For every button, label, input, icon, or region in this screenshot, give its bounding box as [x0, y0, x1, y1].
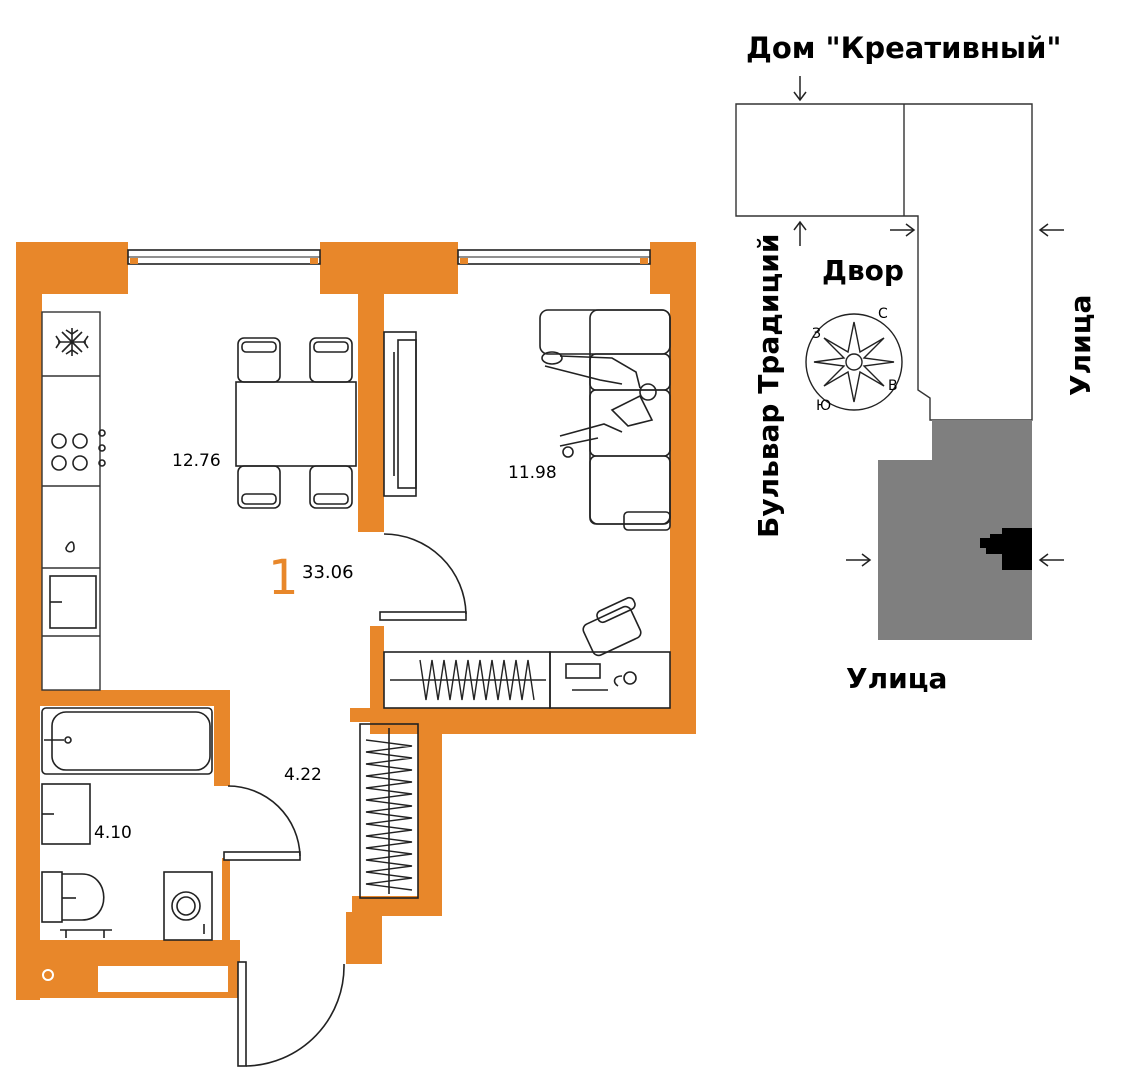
bathroom-sink	[41, 783, 91, 845]
apartment-walls	[16, 242, 696, 1000]
wall-corridor-bottom	[352, 896, 442, 916]
compass-south: Ю	[816, 398, 831, 414]
kitchen-sink	[49, 575, 97, 629]
entrance-arrow-icon	[793, 76, 1064, 567]
compass-north: С	[878, 306, 888, 322]
bedroom-area-label: 11.98	[508, 463, 557, 483]
wall-bath-right-upper	[214, 690, 230, 786]
snowflake-icon	[55, 328, 89, 356]
bathroom-area-label: 4.10	[94, 823, 132, 843]
courtyard-label: Двор	[822, 254, 904, 287]
boulevard-label: Бульвар Традиций	[752, 234, 785, 538]
water-drop-icon	[65, 541, 75, 553]
utility-shaft	[98, 966, 228, 992]
street-south-label: Улица	[846, 662, 947, 695]
wall-bath-top	[16, 690, 230, 706]
desk-chair	[582, 596, 642, 657]
wall-bath-bottom	[16, 940, 240, 960]
desk	[549, 651, 671, 709]
wall-right	[670, 242, 696, 734]
site-plan	[735, 103, 1033, 640]
tv-stand	[383, 331, 417, 497]
wall-left-upper	[16, 242, 42, 698]
sofa	[539, 309, 671, 531]
bathtub	[41, 707, 213, 775]
washing-machine	[163, 871, 213, 941]
shaft-dot-inner	[44, 971, 52, 979]
door-bedroom	[379, 533, 467, 621]
wall-corridor-right	[418, 708, 442, 916]
building-current	[878, 420, 1032, 640]
rooms-count-label: 1	[268, 550, 299, 606]
dining-set	[235, 337, 357, 509]
compass-west: З	[812, 326, 821, 342]
wall-bath-right-lower	[222, 858, 230, 946]
kitchen-area-label: 12.76	[172, 451, 221, 471]
apartment-marker	[980, 528, 1032, 570]
hallway-area-label: 4.22	[284, 765, 322, 785]
kitchen-counter	[41, 311, 101, 691]
stove	[51, 429, 106, 471]
toilet	[41, 871, 112, 938]
people-figures	[541, 351, 657, 458]
compass-rose-icon	[805, 313, 903, 411]
wall-top-middle	[320, 242, 458, 294]
building-outline	[735, 103, 1033, 421]
wall-partition-upper	[358, 280, 384, 532]
wardrobe-bedroom	[383, 651, 551, 709]
door-bathroom	[223, 785, 301, 861]
street-east-label: Улица	[1064, 295, 1097, 396]
wardrobe-corridor	[359, 723, 419, 899]
wall-top-left	[16, 242, 128, 294]
window-bedroom	[457, 249, 651, 265]
window-kitchen	[127, 249, 321, 265]
neighbor-building-label: Дом "Креативный"	[746, 31, 1062, 65]
wall-entrance-right	[346, 912, 382, 964]
wall-partition-lower	[370, 626, 384, 710]
compass-east: В	[888, 378, 898, 394]
total-area-label: 33.06	[302, 562, 354, 583]
door-entrance	[237, 961, 345, 1067]
wall-corridor-top-nub	[350, 708, 370, 722]
